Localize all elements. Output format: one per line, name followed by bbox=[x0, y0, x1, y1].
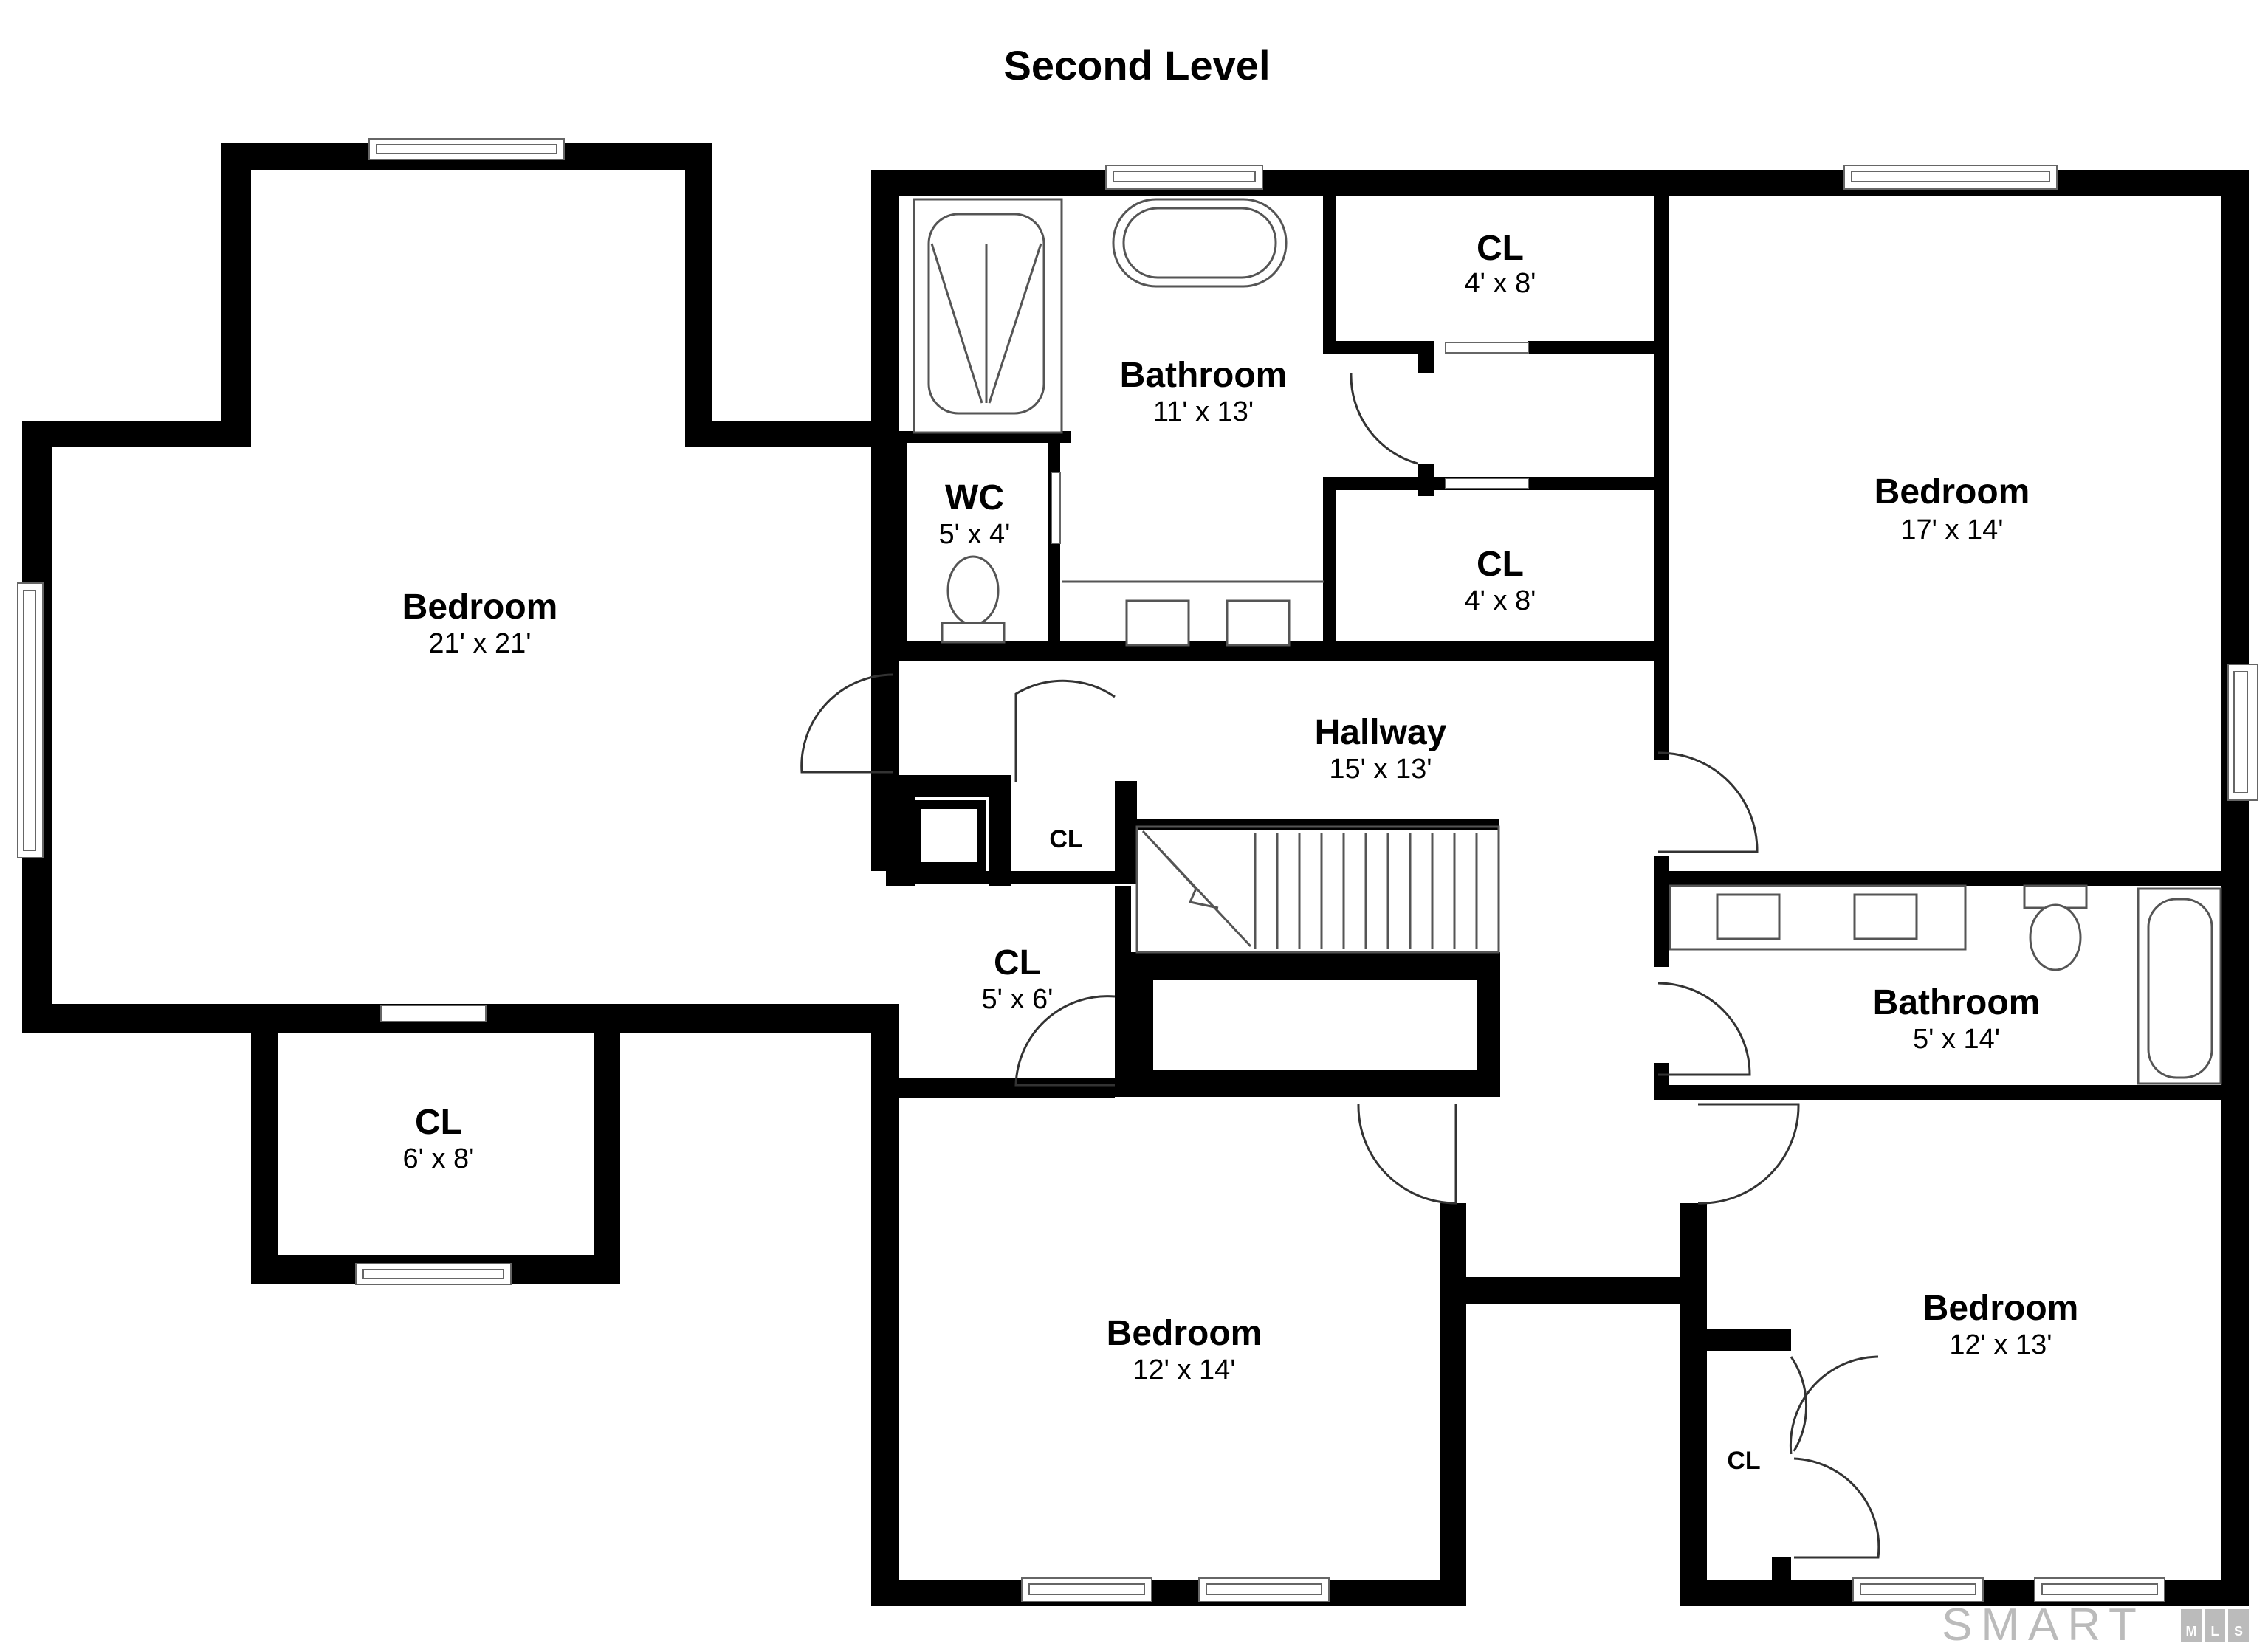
windows bbox=[17, 138, 2258, 1602]
room-cl-left: CL 6' x 8' bbox=[403, 1103, 475, 1174]
room-name: Bedroom bbox=[1107, 1314, 1262, 1353]
doors bbox=[800, 373, 1880, 1559]
room-size: 17' x 14' bbox=[1900, 514, 2003, 545]
walls bbox=[22, 143, 2249, 1606]
room-cl-top: CL 4' x 8' bbox=[1465, 229, 1536, 299]
room-name: Bedroom bbox=[1923, 1289, 2079, 1328]
room-name: CL bbox=[1727, 1447, 1760, 1475]
room-size: 5' x 6' bbox=[982, 984, 1054, 1015]
room-name: CL bbox=[415, 1103, 462, 1142]
room-name: Bedroom bbox=[1874, 472, 2030, 512]
room-size: 6' x 8' bbox=[403, 1143, 475, 1174]
room-name: CL bbox=[1049, 825, 1082, 853]
room-name: WC bbox=[945, 478, 1004, 517]
room-name: Bedroom bbox=[402, 588, 558, 627]
room-size: 4' x 8' bbox=[1465, 268, 1536, 299]
watermark-letter: S bbox=[2234, 1624, 2243, 1639]
fixtures bbox=[913, 198, 2222, 1085]
room-name: CL bbox=[1477, 545, 1524, 584]
room-name: Bathroom bbox=[1120, 356, 1288, 395]
room-size: 12' x 13' bbox=[1949, 1329, 2052, 1360]
room-labels: Bedroom 21' x 21' CL 6' x 8' Bathroom 11… bbox=[402, 229, 2079, 1475]
room-hallway: Hallway 15' x 13' bbox=[1315, 713, 1447, 785]
room-size: 21' x 21' bbox=[428, 628, 531, 659]
room-cl-bottom-right: CL bbox=[1727, 1447, 1760, 1475]
room-size: 4' x 8' bbox=[1465, 585, 1536, 616]
smart-mls-watermark: SMART M L S bbox=[1942, 1600, 2249, 1649]
room-cl-mid: CL 4' x 8' bbox=[1465, 545, 1536, 616]
room-size: 5' x 14' bbox=[1913, 1024, 2000, 1055]
room-size: 15' x 13' bbox=[1329, 754, 1432, 785]
room-name: Hallway bbox=[1315, 713, 1447, 752]
watermark-letter: M bbox=[2186, 1624, 2197, 1639]
room-wc: WC 5' x 4' bbox=[939, 478, 1011, 550]
room-cl-small: CL bbox=[1049, 825, 1082, 853]
room-bathroom-right: Bathroom 5' x 14' bbox=[1873, 983, 2041, 1055]
room-bedroom-bottom-right: Bedroom 12' x 13' bbox=[1923, 1289, 2079, 1360]
room-bedroom-right: Bedroom 17' x 14' bbox=[1874, 472, 2030, 545]
room-bedroom-left: Bedroom 21' x 21' bbox=[402, 588, 558, 659]
room-name: CL bbox=[1477, 229, 1524, 268]
room-cl-hall: CL 5' x 6' bbox=[982, 943, 1054, 1015]
room-size: 5' x 4' bbox=[939, 519, 1011, 550]
plan-title: Second Level bbox=[1003, 42, 1270, 89]
room-size: 12' x 14' bbox=[1133, 1354, 1235, 1385]
room-name: CL bbox=[994, 943, 1041, 982]
room-bathroom-top: Bathroom 11' x 13' bbox=[1120, 356, 1288, 427]
room-bedroom-bottom-mid: Bedroom 12' x 14' bbox=[1107, 1314, 1262, 1385]
watermark-text: SMART bbox=[1942, 1600, 2145, 1649]
room-size: 11' x 13' bbox=[1153, 396, 1254, 427]
watermark-letter: L bbox=[2211, 1624, 2219, 1639]
room-name: Bathroom bbox=[1873, 983, 2041, 1022]
